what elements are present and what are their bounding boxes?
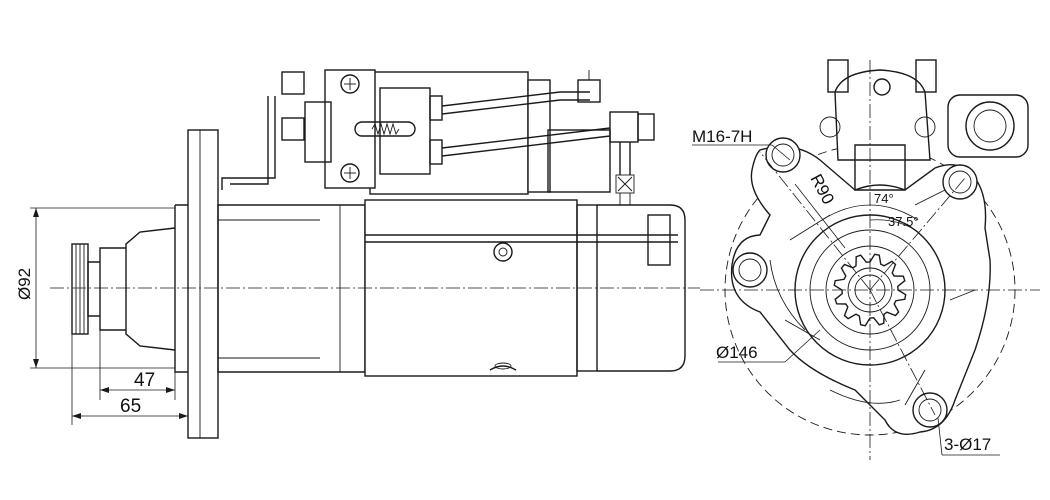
terminal-stud-left bbox=[827, 59, 849, 93]
mounting-hole-bottom bbox=[912, 392, 948, 428]
thread-label: M16-7H bbox=[692, 127, 752, 146]
diameter-92-label: Ø92 bbox=[15, 268, 34, 300]
nose-cone bbox=[125, 227, 176, 351]
solenoid-terminal-block bbox=[547, 129, 611, 193]
cable-boss-ring bbox=[965, 101, 1015, 151]
flange-step bbox=[174, 204, 188, 373]
angle-37-5-label: 37.5° bbox=[888, 214, 919, 229]
battery-terminal-nut bbox=[637, 113, 655, 141]
brush-window bbox=[493, 242, 513, 262]
dim-diameter-146: Ø146 bbox=[716, 329, 821, 363]
terminal-nut-upper bbox=[577, 79, 601, 103]
solenoid-body bbox=[369, 71, 529, 195]
solenoid-end-screw bbox=[873, 78, 891, 96]
length-47-label: 47 bbox=[134, 370, 155, 391]
spring-housing bbox=[354, 121, 416, 137]
terminal-stud-right bbox=[915, 59, 937, 93]
end-view: M16-7H R90 74° 37.5° Ø146 3-Ø17 bbox=[692, 59, 1040, 460]
mounting-bracket bbox=[221, 96, 276, 190]
angle-74-arc bbox=[821, 204, 919, 221]
terminal-rod-lower bbox=[441, 127, 611, 149]
drain-plug bbox=[489, 365, 517, 371]
dimension-length-47: 47 bbox=[99, 330, 176, 400]
relay-coil bbox=[379, 87, 431, 175]
bracket-nut-top bbox=[281, 71, 305, 95]
dim-thread: M16-7H bbox=[692, 127, 791, 161]
diameter-146-label: Ø146 bbox=[716, 343, 758, 362]
solenoid-neck bbox=[854, 144, 906, 191]
mounting-hole-left bbox=[732, 252, 768, 288]
nose-housing bbox=[217, 204, 366, 373]
side-view: Ø92 47 65 bbox=[15, 69, 700, 439]
mounting-hole-right bbox=[942, 164, 978, 200]
length-65-label: 65 bbox=[120, 396, 141, 417]
terminal-rod-upper bbox=[441, 91, 590, 107]
dim-holes: 3-Ø17 bbox=[937, 417, 1000, 456]
pinion-collar bbox=[99, 247, 126, 331]
end-cap-terminal bbox=[647, 214, 671, 266]
spring-icon bbox=[371, 122, 400, 136]
angle-37-5-arc bbox=[869, 219, 919, 233]
dimension-diameter-92: Ø92 bbox=[15, 207, 175, 369]
holes-label: 3-Ø17 bbox=[944, 435, 991, 454]
battery-terminal bbox=[609, 111, 639, 143]
lead-clip bbox=[615, 174, 635, 194]
angle-74-label: 74° bbox=[874, 191, 894, 206]
relay-plate bbox=[304, 101, 332, 163]
mounting-hole-top-left bbox=[765, 137, 801, 173]
mounting-flange bbox=[187, 129, 219, 439]
pinion bbox=[87, 261, 100, 317]
bracket-nut-bottom bbox=[281, 117, 305, 141]
dimension-length-65: 65 bbox=[71, 334, 189, 438]
